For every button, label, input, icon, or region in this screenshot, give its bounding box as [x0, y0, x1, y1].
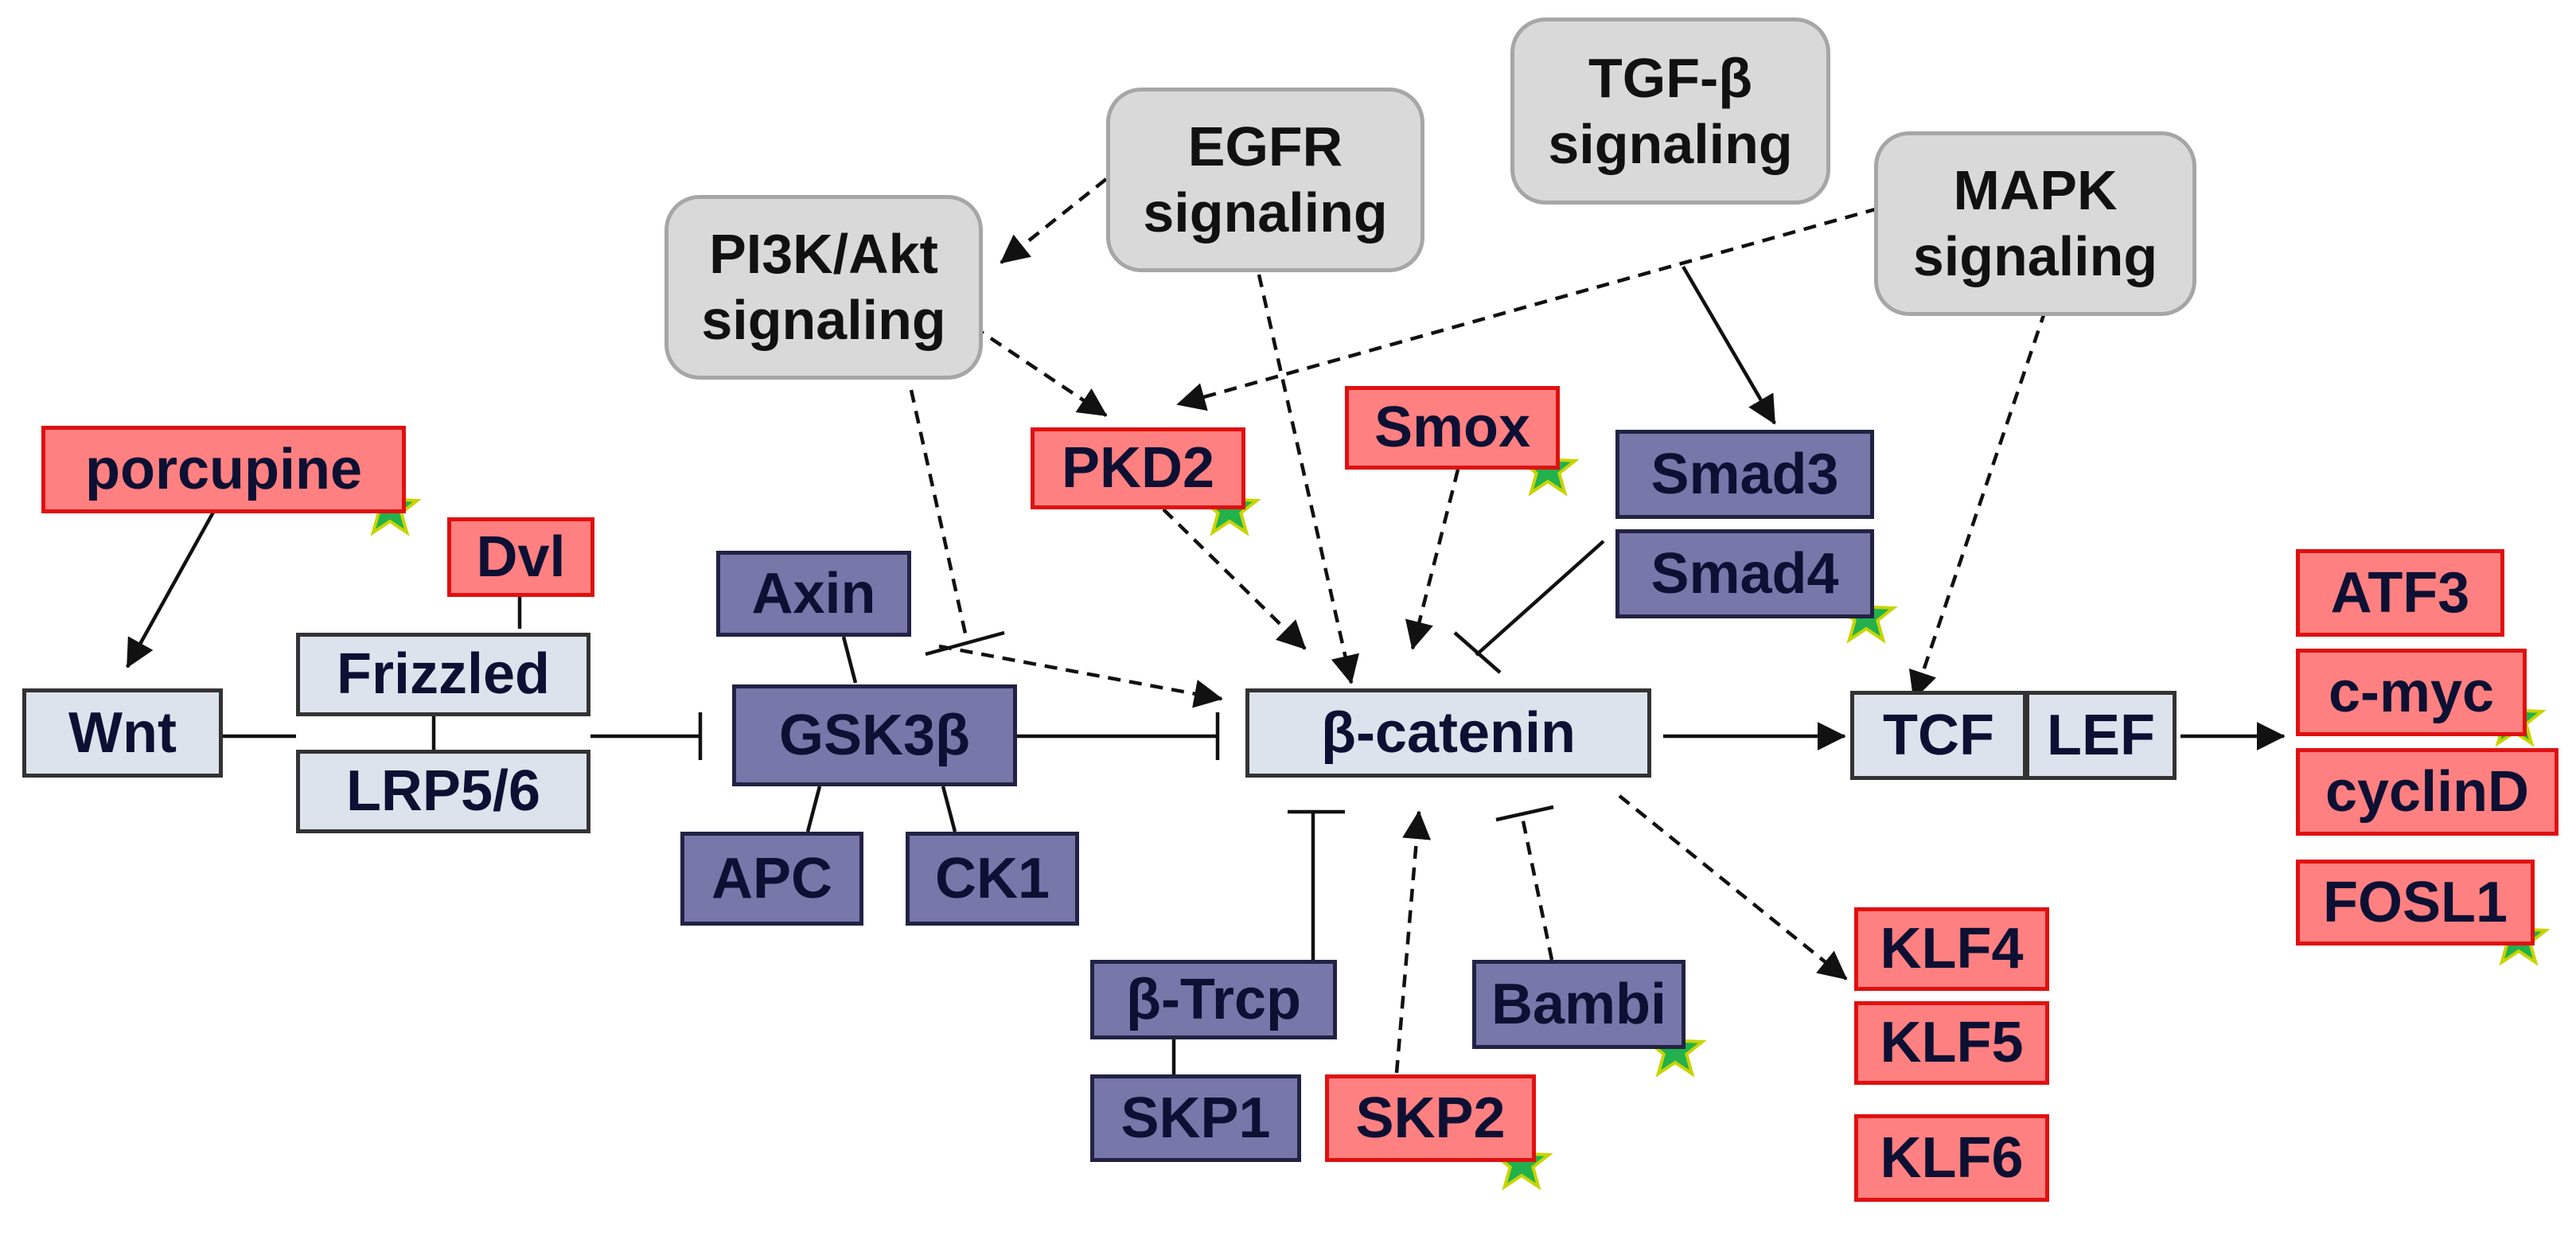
cmyc-node: c-myc: [2296, 649, 2527, 736]
mapk-signaling-label: signaling: [1912, 225, 2158, 287]
skp2-node: SKP2: [1325, 1074, 1536, 1162]
bambi-inhibits-bcatenin-line: [1519, 813, 1554, 961]
smox-to-bcatenin-arrow: [1405, 469, 1460, 650]
axin-node: Axin: [716, 551, 911, 637]
smox-node: Smox: [1345, 386, 1560, 470]
axin-gsk3b-line: [841, 636, 858, 684]
smad-inhibits-bcatenin-bar: [1453, 631, 1502, 674]
skp1-node: SKP1: [1090, 1074, 1301, 1162]
porcupine-to-wnt-arrow: [126, 508, 216, 669]
lrp-node: LRP5/6: [296, 750, 590, 833]
mapk-to-pkd2-arrow: [1176, 206, 1879, 411]
btrcp-node: β-Trcp: [1090, 960, 1337, 1039]
smad-inhibits-bcatenin-line: [1475, 540, 1605, 657]
frizzled-node: Frizzled: [296, 633, 590, 716]
gsk3b-node: GSK3β: [732, 684, 1017, 786]
fosl1-node: FOSL1: [2296, 860, 2535, 946]
apc-node: APC: [680, 832, 863, 926]
egfr-signaling-label: signaling: [1143, 181, 1388, 244]
tgfb-signaling-label: signaling: [1548, 112, 1793, 175]
mapk-label: MAPK: [1953, 159, 2118, 222]
porcupine-node: porcupine: [41, 426, 406, 513]
klf5-node: KLF5: [1854, 1001, 2049, 1085]
egfr-to-bcatenin-arrow: [1257, 274, 1360, 684]
egfr-to-pi3k-arrow: [1000, 177, 1108, 264]
tgfb-label: TGF-β: [1588, 46, 1752, 109]
klf4-node: KLF4: [1854, 907, 2049, 991]
smad4-node: Smad4: [1615, 529, 1874, 618]
tcf-node: TCF: [1850, 691, 2027, 780]
pi3k-inhibits-gsk3b-line: [909, 389, 969, 641]
pkd2-to-bcatenin-arrow: [1162, 508, 1307, 650]
pi3k-label: PI3K/Akt: [709, 223, 938, 286]
bcatenin-node: β-catenin: [1245, 688, 1651, 778]
tgfb-to-smad3-arrow: [1682, 265, 1776, 425]
bambi-node: Bambi: [1472, 960, 1686, 1049]
bcatenin-to-klf-arrow: [1618, 794, 1848, 981]
ck1-node: CK1: [906, 832, 1079, 926]
gsk3b-ck1-line: [941, 786, 957, 832]
atf3-node: ATF3: [2296, 549, 2504, 637]
bambi-inhibits-bcatenin-bar: [1495, 805, 1554, 822]
cyclind-node: cyclinD: [2296, 748, 2558, 836]
egfr-label: EGFR: [1187, 115, 1343, 178]
pkd2-node: PKD2: [1031, 427, 1245, 509]
gsk3b-apc-line: [805, 786, 822, 832]
pi3k-inhibits-gsk3b-bar: [925, 630, 1005, 657]
pi3k-to-bcatenin-arrow: [938, 644, 1223, 708]
smad3-node: Smad3: [1615, 430, 1874, 519]
mapk-to-tcf-arrow: [1908, 310, 2048, 700]
skp2-to-bcatenin-arrow: [1394, 810, 1432, 1074]
klf6-node: KLF6: [1854, 1114, 2049, 1202]
wnt-node: Wnt: [22, 688, 223, 778]
pi3k-signaling-label: signaling: [701, 289, 946, 351]
lef-node: LEF: [2025, 691, 2177, 780]
dvl-node: Dvl: [447, 517, 594, 597]
